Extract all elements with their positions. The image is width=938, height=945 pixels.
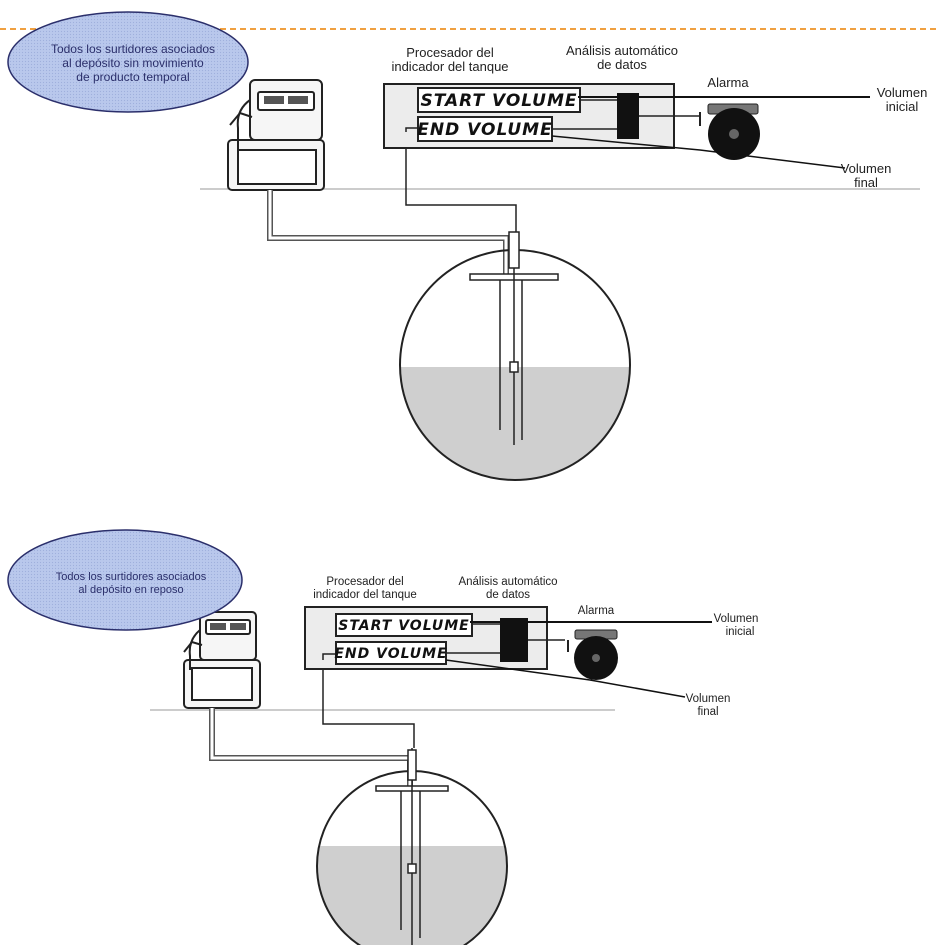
data-analysis-unit bbox=[500, 618, 528, 662]
callout-line-1: Todos los surtidores asociados bbox=[56, 571, 207, 583]
analysis-label-1: Análisis automático bbox=[458, 576, 557, 588]
callout-line-3: de producto temporal bbox=[76, 70, 189, 84]
end-volume-label-1: Volumen bbox=[841, 161, 892, 176]
processor-label-2: indicador del tanque bbox=[391, 59, 508, 74]
start-volume-text: START VOLUME bbox=[420, 91, 577, 111]
processor-label-1: Procesador del bbox=[326, 576, 403, 588]
end-volume-label-2: final bbox=[697, 706, 718, 718]
callout-oval bbox=[7, 529, 243, 631]
start-volume-label-1: Volumen bbox=[877, 85, 928, 100]
callout-line-2: al depósito sin movimiento bbox=[62, 56, 204, 70]
probe-cable bbox=[322, 660, 415, 748]
alarm-label: Alarma bbox=[707, 75, 749, 90]
end-volume-text: END VOLUME bbox=[334, 646, 447, 662]
callout-oval bbox=[7, 11, 249, 113]
end-volume-label-2: final bbox=[854, 175, 878, 190]
underground-tank bbox=[399, 231, 631, 481]
alarm-bell-icon bbox=[567, 629, 618, 680]
start-volume-label-2: inicial bbox=[886, 99, 919, 114]
fuel-dispenser bbox=[183, 611, 261, 709]
callout-line-1: Todos los surtidores asociados bbox=[51, 42, 215, 56]
start-volume-text: START VOLUME bbox=[338, 618, 469, 634]
underground-tank bbox=[316, 748, 508, 945]
alarm-bell-icon bbox=[699, 103, 760, 160]
analysis-label-2: de datos bbox=[597, 57, 647, 72]
analysis-label-1: Análisis automático bbox=[566, 43, 678, 58]
supply-pipe bbox=[267, 190, 509, 280]
alarm-label: Alarma bbox=[578, 605, 615, 617]
callout-line-2: al depósito en reposo bbox=[78, 584, 183, 596]
start-volume-display bbox=[417, 87, 581, 113]
end-volume-label-1: Volumen bbox=[686, 693, 731, 705]
supply-pipe bbox=[209, 708, 413, 790]
data-analysis-unit bbox=[617, 93, 639, 139]
analysis-label-2: de datos bbox=[486, 589, 530, 601]
start-volume-label-1: Volumen bbox=[714, 613, 759, 625]
processor-label-1: Procesador del bbox=[406, 45, 494, 60]
end-volume-text: END VOLUME bbox=[417, 120, 552, 140]
processor-label-2: indicador del tanque bbox=[313, 589, 417, 601]
start-volume-label-2: inicial bbox=[726, 626, 755, 638]
start-volume-display bbox=[335, 613, 473, 637]
probe-cable bbox=[405, 132, 517, 232]
bottom-panel bbox=[7, 529, 712, 945]
fuel-dispenser bbox=[227, 79, 325, 191]
